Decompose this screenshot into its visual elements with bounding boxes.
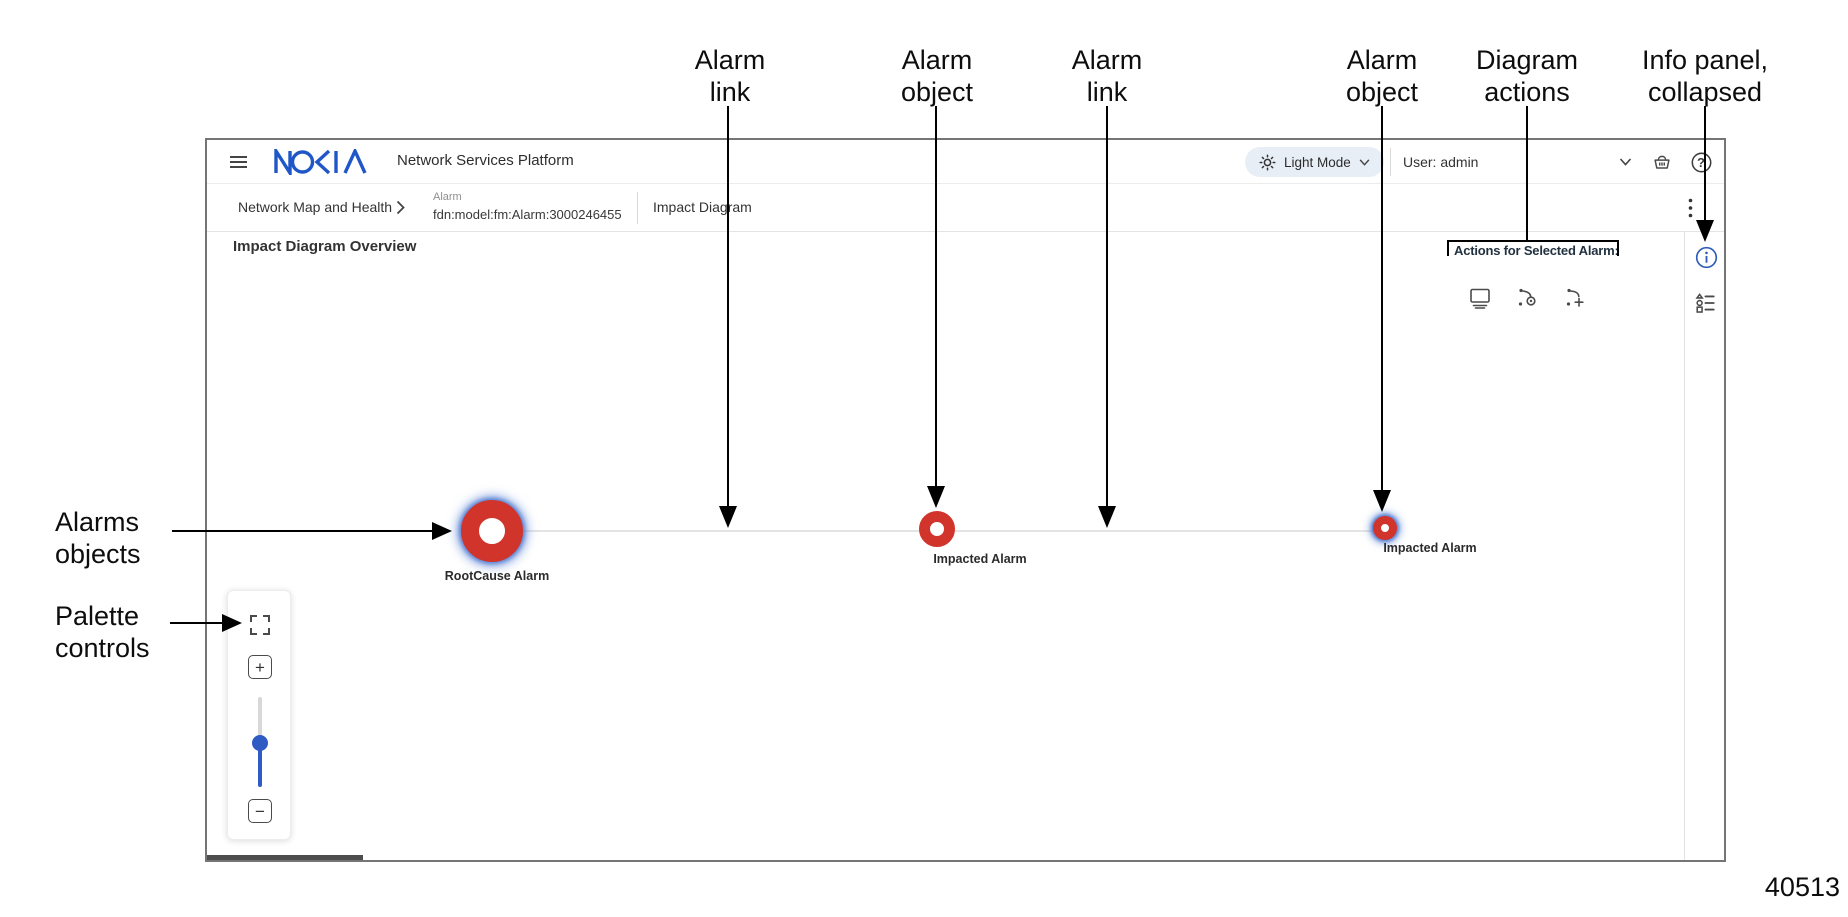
header-divider xyxy=(1390,148,1391,176)
alarm-node-root-cause[interactable] xyxy=(461,500,523,562)
callout-arrowhead xyxy=(432,522,452,540)
callout-line xyxy=(170,622,222,624)
callout-arrowhead xyxy=(927,486,945,508)
breadcrumb-chevron-icon xyxy=(396,200,405,220)
callout-line xyxy=(727,106,729,506)
breadcrumb: Network Map and Health Alarm fdn:model:f… xyxy=(207,184,1724,232)
node-label-impacted-2: Impacted Alarm xyxy=(1383,541,1477,555)
figure-number: 40513 xyxy=(1764,872,1840,902)
nokia-logo[interactable]: NOKIA xyxy=(273,145,369,179)
actions-for-selected-alarm-label: Actions for Selected Alarm: xyxy=(1454,243,1619,258)
help-icon[interactable]: ? xyxy=(1689,150,1713,174)
legend-icon[interactable] xyxy=(1693,290,1719,316)
network-map-icon[interactable] xyxy=(1468,286,1492,310)
callout-info-panel: Info panel,collapsed xyxy=(1641,45,1769,107)
callout-arrowhead xyxy=(719,506,737,528)
zoom-slider-thumb[interactable] xyxy=(252,735,268,751)
callout-arrowhead xyxy=(222,614,242,632)
fullscreen-icon[interactable] xyxy=(249,614,271,636)
zoom-in-glyph: + xyxy=(255,657,265,677)
breadcrumb-alarm-item[interactable]: Alarm fdn:model:fm:Alarm:3000246455 xyxy=(433,190,622,224)
help-glyph: ? xyxy=(1697,154,1705,170)
node-label-impacted-1: Impacted Alarm xyxy=(933,552,1027,566)
kebab-menu-icon[interactable] xyxy=(1681,196,1699,220)
zoom-in-button[interactable]: + xyxy=(248,655,272,679)
callout-line xyxy=(1106,106,1108,506)
sun-icon xyxy=(1259,153,1276,171)
theme-toggle-button[interactable]: Light Mode xyxy=(1245,147,1384,177)
basket-icon[interactable] xyxy=(1650,150,1674,174)
horizontal-scrollbar-thumb[interactable] xyxy=(207,855,363,860)
chevron-down-icon xyxy=(1359,158,1370,166)
breadcrumb-view[interactable]: Impact Diagram xyxy=(653,199,752,215)
info-panel-collapsed xyxy=(1684,232,1724,860)
alarm-node-impacted-1[interactable] xyxy=(919,511,955,547)
zoom-slider-track-lower[interactable] xyxy=(258,743,262,787)
palette-controls: + − xyxy=(227,590,291,840)
callout-line xyxy=(1526,106,1528,240)
diagram-actions-toolbar xyxy=(1468,286,1588,310)
user-label: User: admin xyxy=(1403,154,1479,170)
hamburger-menu-icon[interactable] xyxy=(230,156,247,168)
callout-arrowhead xyxy=(1373,490,1391,512)
node-label-root-cause: RootCause Alarm xyxy=(444,569,550,583)
callout-line xyxy=(935,106,937,486)
impact-path-icon[interactable] xyxy=(1516,286,1540,310)
alarm-node-impacted-2[interactable] xyxy=(1373,516,1397,540)
theme-toggle-label: Light Mode xyxy=(1284,154,1351,170)
callout-bracket xyxy=(1447,240,1619,256)
app-header: NOKIA Network Services Platform xyxy=(207,140,1724,184)
app-title: Network Services Platform xyxy=(397,152,574,169)
callout-arrowhead xyxy=(1098,506,1116,528)
breadcrumb-alarm-type: Alarm xyxy=(433,191,462,203)
zoom-out-button[interactable]: − xyxy=(248,799,272,823)
callout-line xyxy=(172,530,432,532)
callout-arrowhead xyxy=(1696,220,1714,242)
breadcrumb-alarm-id: fdn:model:fm:Alarm:3000246455 xyxy=(433,207,622,222)
breadcrumb-section[interactable]: Network Map and Health xyxy=(238,199,393,215)
info-icon[interactable] xyxy=(1693,244,1719,270)
session-chevron-down-icon[interactable] xyxy=(1617,157,1633,167)
page-title: Impact Diagram Overview xyxy=(233,238,417,255)
app-window: NOKIA Network Services Platform xyxy=(205,138,1726,862)
impact-path-add-icon[interactable] xyxy=(1564,286,1588,310)
callout-line xyxy=(1381,106,1383,490)
callout-line xyxy=(1704,106,1706,220)
zoom-slider-track-upper[interactable] xyxy=(258,697,262,743)
breadcrumb-divider xyxy=(637,192,638,224)
zoom-out-glyph: − xyxy=(255,801,265,821)
